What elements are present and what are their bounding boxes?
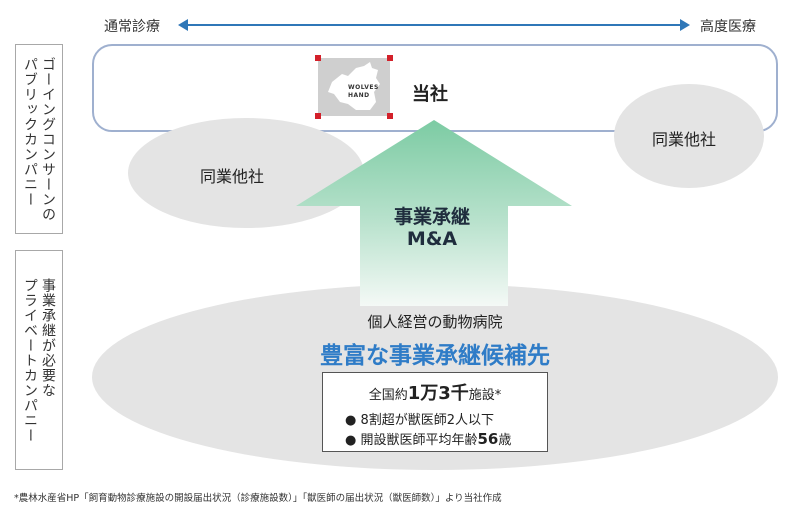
succession-arrow-icon: [296, 120, 572, 306]
arrow-subtitle: M&A: [406, 228, 458, 250]
peer-label-right: 同業他社: [652, 130, 717, 149]
facility-suffix: 施設*: [468, 388, 502, 403]
axis-label-right: 高度医療: [700, 19, 756, 35]
info-box: 全国約1万3千施設* ● 8割超が獣医師2人以下 ● 開設獣医師平均年齢56歳: [322, 372, 548, 452]
peer-ellipse-left: [128, 118, 364, 228]
side-label-box-private: 事業承継が必要な プライベートカンパニー: [15, 250, 63, 470]
candidate-label: 豊富な事業承継候補先: [320, 343, 550, 369]
bullet-text-prefix: 開設獣医師平均年齢: [360, 433, 478, 448]
company-logo: WOLVES HAND: [315, 55, 393, 119]
bullet-item: ● 開設獣医師平均年齢56歳: [345, 429, 511, 448]
facility-count-line: 全国約1万3千施設*: [323, 379, 547, 405]
facility-prefix: 全国約: [368, 388, 408, 403]
peer-label-left: 同業他社: [200, 167, 265, 186]
wolf-silhouette-icon: [328, 62, 380, 110]
side-label-public: ゴーイングコンサーンの パブリックカンパニー: [22, 56, 56, 222]
logo-corner-marker: [387, 113, 393, 119]
facility-count: 1万3千: [407, 383, 469, 404]
bullet-item: ● 8割超が獣医師2人以下: [345, 409, 494, 428]
axis-label-left: 通常診療: [104, 19, 160, 35]
bullet-icon: ●: [345, 413, 357, 428]
logo-text: WOLVES HAND: [348, 84, 379, 99]
side-label-private: 事業承継が必要な プライベートカンパニー: [22, 277, 56, 443]
peer-ellipse-right: [614, 84, 764, 188]
bullet-value: 56: [477, 430, 499, 448]
logo-corner-marker: [315, 55, 321, 61]
logo-corner-marker: [315, 113, 321, 119]
company-label: 当社: [412, 84, 448, 105]
bullet-text: 8割超が獣医師2人以下: [360, 413, 495, 428]
footnote: *農林水産省HP「飼育動物診療施設の開設届出状況（診療施設数）」「獣医師の届出状…: [14, 493, 502, 504]
clinic-label: 個人経営の動物病院: [367, 313, 503, 331]
bullet-icon: ●: [345, 433, 357, 448]
double-arrow-icon: [178, 19, 690, 31]
logo-corner-marker: [387, 55, 393, 61]
bullet-text-suffix: 歳: [498, 433, 512, 448]
arrow-title: 事業承継: [393, 206, 470, 228]
side-label-box-public: ゴーイングコンサーンの パブリックカンパニー: [15, 44, 63, 234]
